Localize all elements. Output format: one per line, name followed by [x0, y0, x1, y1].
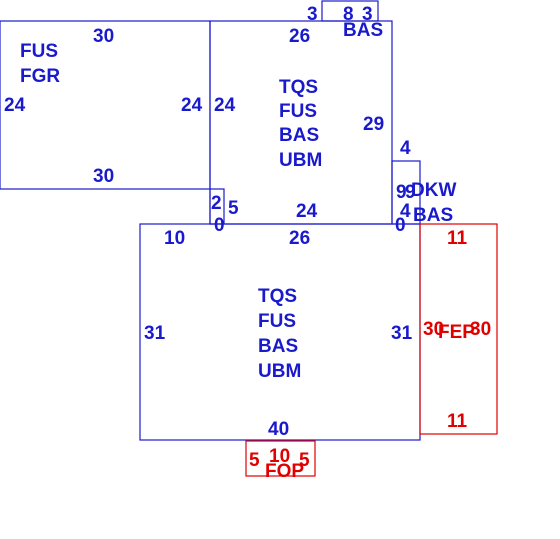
- side-length-label: 40: [268, 419, 289, 440]
- area-code-label: UBM: [258, 361, 301, 382]
- side-length-label: 26: [289, 26, 310, 47]
- area-code-label: FUS: [279, 101, 317, 122]
- area-code-label: BAS: [343, 20, 383, 41]
- side-length-label: 2: [211, 193, 222, 214]
- side-length-label: 5: [299, 450, 310, 471]
- area-code-label: BAS: [279, 125, 319, 146]
- area-code-label: FUS: [20, 41, 58, 62]
- area-code-label: TQS: [258, 286, 297, 307]
- side-length-label: 30: [423, 319, 444, 340]
- area-code-label: UBM: [279, 150, 322, 171]
- side-length-label: 26: [289, 228, 310, 249]
- area-code-label: DKW: [411, 180, 456, 201]
- side-length-label: 31: [144, 323, 166, 344]
- side-length-label: 30: [470, 319, 491, 340]
- side-length-label: 10: [164, 228, 185, 249]
- area-code-label: TQS: [279, 77, 318, 98]
- side-length-label: 31: [391, 323, 413, 344]
- side-length-label: 30: [93, 26, 114, 47]
- area-outline-lower-main: [139, 223, 421, 441]
- side-length-label: 3: [307, 4, 318, 25]
- side-length-label: 24: [4, 95, 26, 116]
- side-length-label: 3: [362, 4, 373, 25]
- side-length-label: 4: [400, 201, 411, 222]
- side-length-label: 24: [214, 95, 236, 116]
- area-code-label: BAS: [258, 336, 298, 357]
- side-length-label: 5: [249, 450, 260, 471]
- side-length-label: 24: [181, 95, 203, 116]
- area-outline-top-bump: [321, 0, 379, 22]
- area-code-label: BAS: [413, 205, 453, 226]
- side-length-label: 11: [447, 228, 468, 249]
- side-length-label: 9: [405, 182, 416, 203]
- side-length-label: 5: [228, 198, 239, 219]
- side-length-label: 11: [447, 411, 468, 432]
- side-length-label: 30: [93, 166, 114, 187]
- area-code-label: FUS: [258, 311, 296, 332]
- side-length-label: 24: [296, 201, 318, 222]
- area-code-label: FGR: [20, 66, 60, 87]
- side-length-label: 0: [214, 215, 225, 236]
- side-length-label: 29: [363, 114, 384, 135]
- side-length-label: 9: [396, 182, 407, 203]
- side-length-label: 4: [400, 138, 411, 159]
- side-length-label: 10: [269, 446, 290, 467]
- side-length-label: 0: [395, 215, 406, 236]
- area-outline-fop: [245, 440, 316, 477]
- area-code-label: FOP: [265, 461, 304, 482]
- area-outline-fep: [419, 223, 498, 435]
- side-length-label: 8: [343, 4, 354, 25]
- area-code-label: FEP: [438, 322, 475, 343]
